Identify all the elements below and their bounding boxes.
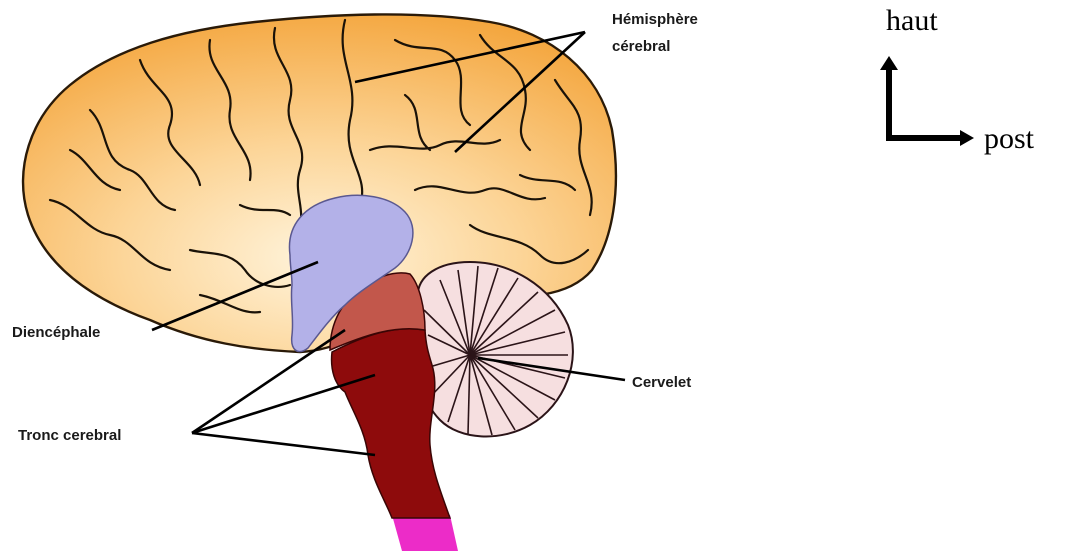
label-hemisphere-line1: Hémisphère <box>612 11 698 28</box>
orientation-label-right: post <box>984 122 1035 155</box>
label-tronc-cerebral: Tronc cerebral <box>18 427 121 444</box>
leader-tronc-2 <box>192 375 375 433</box>
label-cervelet: Cervelet <box>632 374 691 391</box>
orientation-arrow-icon <box>889 70 962 138</box>
orientation-label-up: haut <box>886 4 938 37</box>
arrow-up-head-icon <box>880 56 898 70</box>
label-diencephale: Diencéphale <box>12 324 100 341</box>
orientation-indicator: haut post <box>880 4 1035 155</box>
arrow-right-head-icon <box>960 130 974 146</box>
label-hemisphere-line2: cérebral <box>612 38 670 55</box>
spinal-cord <box>392 515 458 551</box>
leader-tronc-3 <box>192 433 375 455</box>
